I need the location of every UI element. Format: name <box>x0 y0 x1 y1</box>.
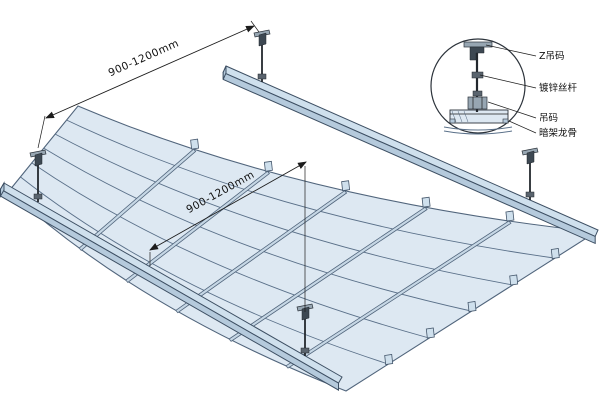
cross-rib <box>285 220 512 369</box>
dimension-line <box>45 25 255 119</box>
hanger-nut <box>525 191 535 198</box>
rib-end-tab <box>263 160 273 172</box>
dimension-label: 900-1200mm <box>107 37 181 79</box>
detail-callout: Z吊码 镀锌丝杆 吊码 暗架龙骨 <box>430 38 578 139</box>
rib-end-tab <box>505 210 515 222</box>
detail-z-clip-flange <box>463 41 493 48</box>
rib-end-tab <box>467 301 477 312</box>
callout-label-keel: 暗架龙骨 <box>539 127 577 139</box>
z-clip-icon <box>34 152 43 167</box>
rib-end-tab <box>425 327 435 339</box>
dimension-line <box>149 161 307 251</box>
detail-hanger-clip-line <box>472 97 483 109</box>
leader-line <box>508 120 537 134</box>
z-clip-icon <box>526 150 535 165</box>
callout-label-clip: 吊码 <box>539 113 558 124</box>
detail-keel-lip <box>449 118 456 124</box>
detail-panel-line <box>443 130 513 135</box>
panel-joint-line <box>31 162 430 339</box>
leader-line <box>487 101 537 119</box>
z-clip-icon <box>301 306 310 321</box>
hanger-nut <box>33 193 43 200</box>
dimension-extension <box>250 20 260 33</box>
detail-z-clip <box>469 46 485 61</box>
z-clip-icon <box>258 32 267 47</box>
rib-end-tab <box>550 248 560 259</box>
hanger-nut <box>257 73 267 80</box>
detail-spring-nut <box>471 71 484 79</box>
rib-end-tab <box>341 180 351 192</box>
callout-label-z-clip: Z吊码 <box>539 51 565 62</box>
detail-panel-line <box>443 126 513 131</box>
cross-rib <box>228 206 428 342</box>
rib-end-tab <box>421 196 431 208</box>
hanger-assembly-right <box>521 147 539 200</box>
hanger-assembly-top <box>253 29 271 82</box>
rib-end-tab <box>384 354 394 365</box>
z-clip-flange <box>521 147 539 156</box>
detail-keel <box>449 109 509 124</box>
leader-line <box>485 44 537 57</box>
detail-nut <box>472 90 483 97</box>
z-clip-flange <box>29 149 47 158</box>
detail-hanger-clip <box>467 96 488 110</box>
detail-keel-hatch <box>451 110 469 123</box>
callout-label-rod: 镀锌丝杆 <box>539 82 578 94</box>
carrier-channel-lower <box>0 181 343 391</box>
hanger-nut <box>300 347 310 354</box>
panel-joint-line <box>20 176 389 365</box>
rib-end-tab <box>509 274 519 286</box>
detail-keel-lip <box>502 118 509 124</box>
leader-line <box>479 74 537 89</box>
dimension-extension <box>37 115 46 149</box>
hanger-assembly-left <box>29 149 47 202</box>
rib-end-tab <box>190 138 200 150</box>
carrier-end-cap <box>0 181 5 198</box>
